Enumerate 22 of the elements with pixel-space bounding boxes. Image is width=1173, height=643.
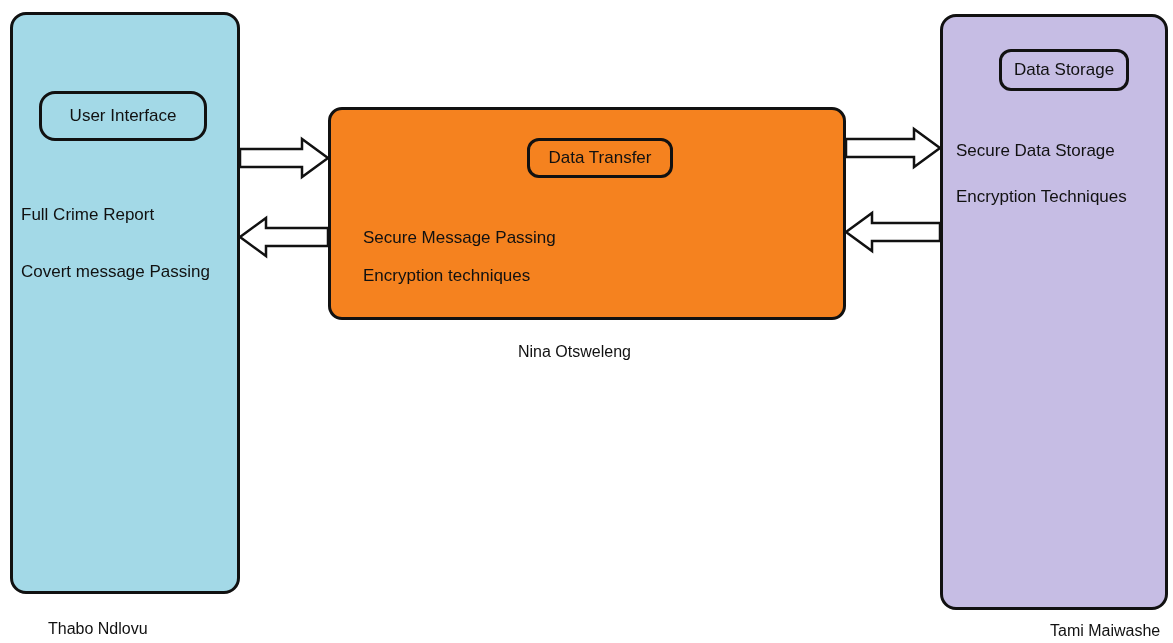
heading-box bbox=[39, 91, 207, 141]
block-arrow bbox=[844, 126, 943, 170]
block-arrow bbox=[843, 210, 942, 254]
heading-text: Data Storage bbox=[1013, 60, 1115, 80]
component-panel bbox=[10, 12, 240, 594]
component-panel bbox=[940, 14, 1168, 610]
feature-text: Covert message Passing bbox=[21, 262, 210, 282]
component-panel bbox=[328, 107, 846, 320]
feature-text: Encryption techniques bbox=[363, 266, 531, 286]
heading-box bbox=[527, 138, 673, 178]
heading-box bbox=[999, 49, 1129, 91]
feature-text: Secure Message Passing bbox=[363, 228, 556, 248]
feature-text: Secure Data Storage bbox=[956, 141, 1115, 161]
feature-text: Full Crime Report bbox=[21, 205, 155, 225]
heading-text: Data Transfer bbox=[548, 148, 652, 168]
heading-text: User Interface bbox=[69, 106, 177, 126]
feature-text: Encryption Techniques bbox=[956, 187, 1127, 207]
person-name: Tami Maiwashe bbox=[1050, 622, 1161, 640]
block-arrow bbox=[238, 136, 331, 180]
person-name: Thabo Ndlovu bbox=[48, 620, 148, 638]
person-name: Nina Otsweleng bbox=[518, 343, 631, 361]
block-arrow bbox=[237, 215, 330, 259]
